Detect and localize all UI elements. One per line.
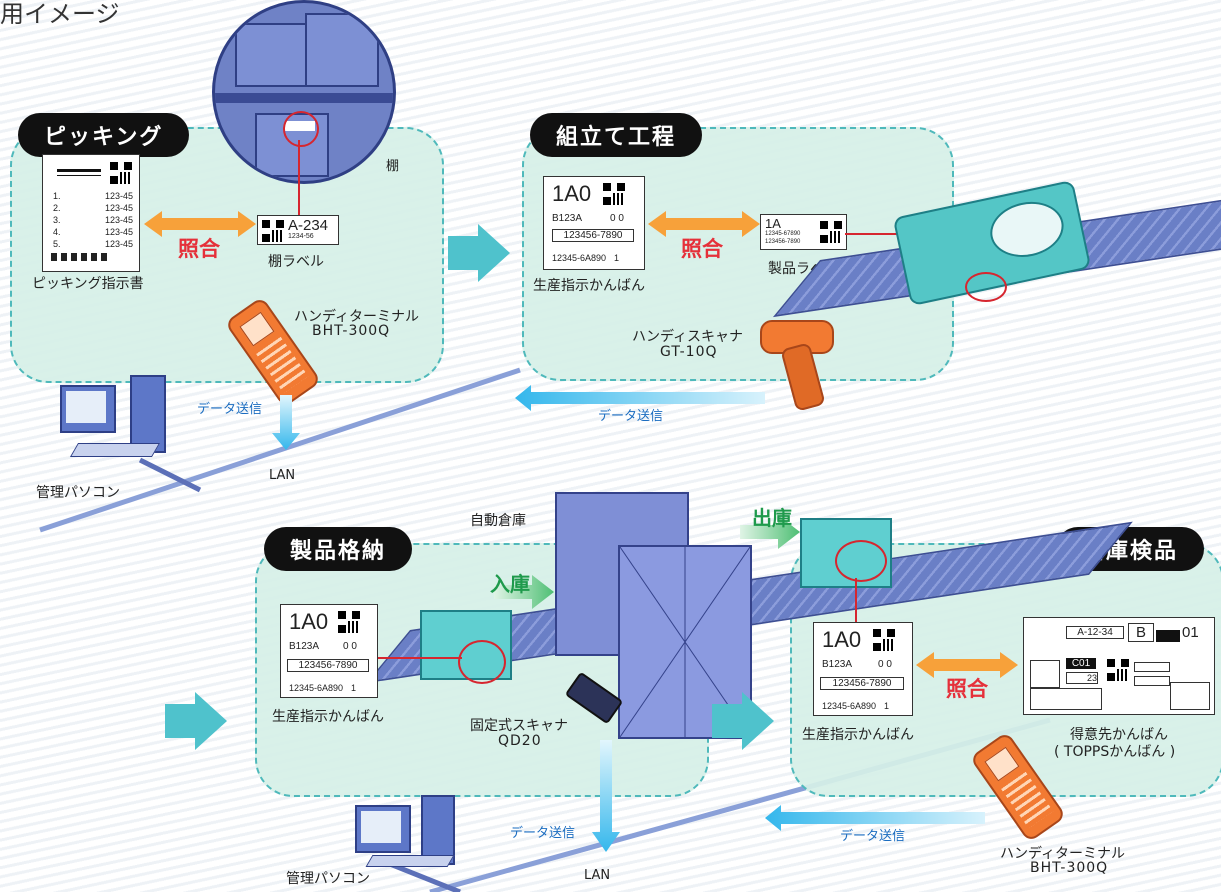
data-send-label-bottom: データ送信 (510, 826, 576, 841)
kanban-caption-shipping: 生産指示かんばん (802, 727, 914, 743)
terminal-name: ハンディターミナル (294, 309, 420, 325)
kanban-caption-storage: 生産指示かんばん (272, 709, 384, 725)
shelf-label: A-234 1234-56 (257, 215, 339, 245)
terminal-name-bottom: ハンディターミナル (1000, 846, 1126, 862)
kanban-caption-assembly: 生産指示かんばん (533, 278, 645, 294)
zone-title-storage: 製品格納 (264, 527, 413, 571)
customer-kanban-caption: 得意先かんばん (1070, 727, 1168, 743)
scanner-name: ハンディスキャナ (632, 329, 744, 345)
fixed-scanner-model: QD20 (498, 733, 542, 749)
terminal-model: BHT-300Q (312, 323, 391, 339)
zone-title-picking: ピッキング (18, 113, 190, 157)
pc-caption-bottom: 管理パソコン (286, 871, 370, 887)
data-send-arrow-down (592, 740, 620, 852)
shelf-magnifier (212, 0, 396, 184)
match-label-shipping: 照合 (946, 677, 988, 701)
lan-label-top: LAN (269, 468, 296, 483)
flow-arrow-right (448, 224, 510, 282)
out-label: 出庫 (752, 506, 792, 530)
product-label-scan-ring (965, 272, 1007, 302)
production-kanban-storage: 1A0 B123A 0 0 123456-7890 12345-6A890 1 (280, 604, 378, 698)
data-send-arrow-down (272, 395, 300, 450)
out-arrow (740, 515, 800, 549)
data-send-arrow-left (765, 805, 985, 831)
fixed-scanner-name: 固定式スキャナ (470, 718, 568, 734)
shelf-label-caption: 棚ラベル (268, 254, 324, 270)
picking-instruction-sheet: 1.123-45 2.123-45 3.123-45 4.123-45 5.12… (42, 154, 140, 272)
match-label-assembly: 照合 (681, 237, 723, 261)
production-kanban: 1A0 B123A 0 0 123456-7890 12345-6A890 1 (543, 176, 645, 270)
management-pc-icon (355, 795, 465, 875)
in-arrow (494, 575, 554, 609)
pc-caption-top: 管理パソコン (36, 485, 120, 501)
match-arrow (144, 211, 256, 237)
match-arrow (916, 652, 1018, 678)
production-kanban-shipping: 1A0 B123A 0 0 123456-7890 12345-6A890 1 (813, 622, 913, 716)
data-send-label-top: データ送信 (197, 402, 263, 417)
data-send-label-assembly: データ送信 (598, 409, 664, 424)
in-label: 入庫 (490, 572, 530, 596)
flow-arrow-right (712, 692, 774, 750)
picking-sheet-caption: ピッキング指示書 (32, 276, 144, 292)
match-arrow (648, 211, 760, 237)
customer-kanban: A-12-34 B 01 C01 23 (1023, 617, 1215, 715)
scanner-model: GT-10Q (660, 344, 718, 360)
shelf-caption: 棚 (386, 159, 400, 174)
product-label: 1A 12345-67890 123456-7890 (760, 214, 847, 250)
zone-title-assembly: 組立て工程 (530, 113, 703, 157)
page-title-fragment: 用イメージ (0, 0, 120, 28)
data-send-arrow-left (515, 385, 765, 411)
warehouse-caption: 自動倉庫 (470, 513, 526, 529)
lan-label-bottom: LAN (584, 868, 611, 883)
customer-kanban-caption-sub: ( TOPPSかんばん ) (1054, 744, 1176, 760)
management-pc-icon (60, 375, 170, 475)
qr-code-icon (109, 161, 133, 185)
flow-arrow-right (165, 692, 227, 750)
terminal-model-bottom: BHT-300Q (1030, 860, 1109, 876)
match-label-picking: 照合 (178, 237, 220, 261)
data-send-label-right: データ送信 (840, 829, 906, 844)
